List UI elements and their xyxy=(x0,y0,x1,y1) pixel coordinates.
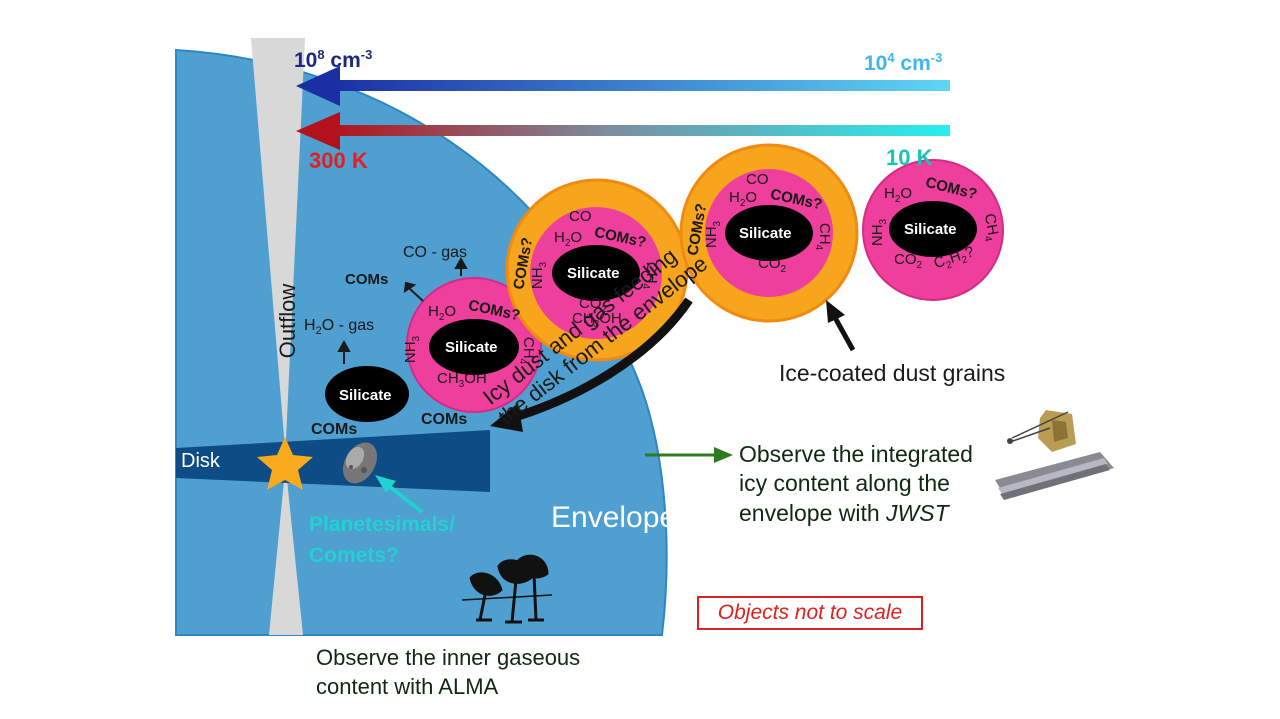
planetesimals-label-line2: Comets? xyxy=(309,544,399,567)
grain4-core-label: Silicate xyxy=(739,225,792,242)
co-gas-label: CO - gas xyxy=(403,244,468,261)
alma-label-line2: content with ALMA xyxy=(316,673,499,699)
not-to-scale-note: Objects not to scale xyxy=(697,596,923,630)
jwst-telescope-icon xyxy=(995,410,1114,500)
temperature-gradient-arrow xyxy=(296,112,950,150)
temperature-hot-label: 300 K xyxy=(309,148,368,173)
grain5-core-label: Silicate xyxy=(904,221,957,238)
jwst-label-line2: icy content along the xyxy=(739,470,950,497)
grain3-co: CO xyxy=(569,208,592,225)
desorption-arrows xyxy=(337,256,468,364)
disk-label: Disk xyxy=(181,450,220,472)
outflow-label: Outflow xyxy=(275,283,300,359)
grain5-nh3: NH3 xyxy=(869,218,890,247)
density-low-label: 104 cm-3 xyxy=(864,50,943,75)
envelope-label: Envelope xyxy=(551,501,677,534)
grain3-ch3oh: CH3OH xyxy=(572,310,622,330)
planetesimal-pointer-arrow xyxy=(375,475,424,514)
grain-5-core xyxy=(889,201,977,257)
grain-2-core xyxy=(429,319,519,375)
grain4-h2o: H2O xyxy=(729,189,758,209)
grain-3-core xyxy=(552,245,640,301)
grain5-h2o: H2O xyxy=(884,185,913,205)
jwst-pointer-arrow xyxy=(645,447,733,463)
grain4-ch4: CH4 xyxy=(813,222,834,251)
grain-4-core xyxy=(725,205,813,261)
density-gradient-arrow xyxy=(296,66,950,106)
grain2-nh3: NH3 xyxy=(402,335,423,364)
disk-region xyxy=(176,430,490,492)
grain4-nh3: NH3 xyxy=(703,220,724,249)
grain2-ch3oh: CH3OH xyxy=(437,370,487,390)
protostar-star-icon xyxy=(257,437,313,490)
grain3-nh3: NH3 xyxy=(529,261,550,290)
grain4-co2: CO2 xyxy=(758,255,787,275)
density-high-label: 108 cm-3 xyxy=(294,47,373,72)
coms-label-disk: COMs xyxy=(421,411,468,428)
grain2-h2o: H2O xyxy=(428,303,457,323)
h2o-gas-label: H2O - gas xyxy=(304,317,375,338)
coms-label-grain2: COMs xyxy=(345,271,389,288)
ice-grains-label: Ice-coated dust grains xyxy=(779,360,1006,386)
grain3-h2o: H2O xyxy=(554,229,583,249)
jwst-label-line1: Observe the integrated xyxy=(739,441,973,467)
grain2-core-label: Silicate xyxy=(445,339,498,356)
outflow-region xyxy=(251,38,305,635)
alma-label-line1: Observe the inner gaseous xyxy=(316,645,581,670)
grain1-core-label: Silicate xyxy=(339,387,392,404)
alma-antennas-icon xyxy=(461,554,553,624)
grain5-ch4: CH4 xyxy=(980,212,1002,243)
coms-label-grain1: COMs xyxy=(311,421,358,438)
temperature-cold-label: 10 K xyxy=(886,145,933,170)
planetesimal-icon xyxy=(342,442,378,484)
planetesimals-label-line1: Planetesimals/ xyxy=(309,513,455,536)
jwst-observation-label: Observe the integrated icy content along… xyxy=(739,440,973,528)
feeding-arrow xyxy=(490,297,693,432)
grain3-core-label: Silicate xyxy=(567,265,620,282)
jwst-label-line3: envelope with JWST xyxy=(739,499,949,526)
bare-silicate-grain xyxy=(325,366,409,422)
grain4-co: CO xyxy=(746,171,769,188)
grain5-co2: CO2 xyxy=(894,251,923,271)
alma-observation-label: Observe the inner gaseous content with A… xyxy=(316,644,580,701)
grain3-co2: CO2 xyxy=(579,295,608,315)
ice-grain-pointer-arrow xyxy=(826,300,856,352)
